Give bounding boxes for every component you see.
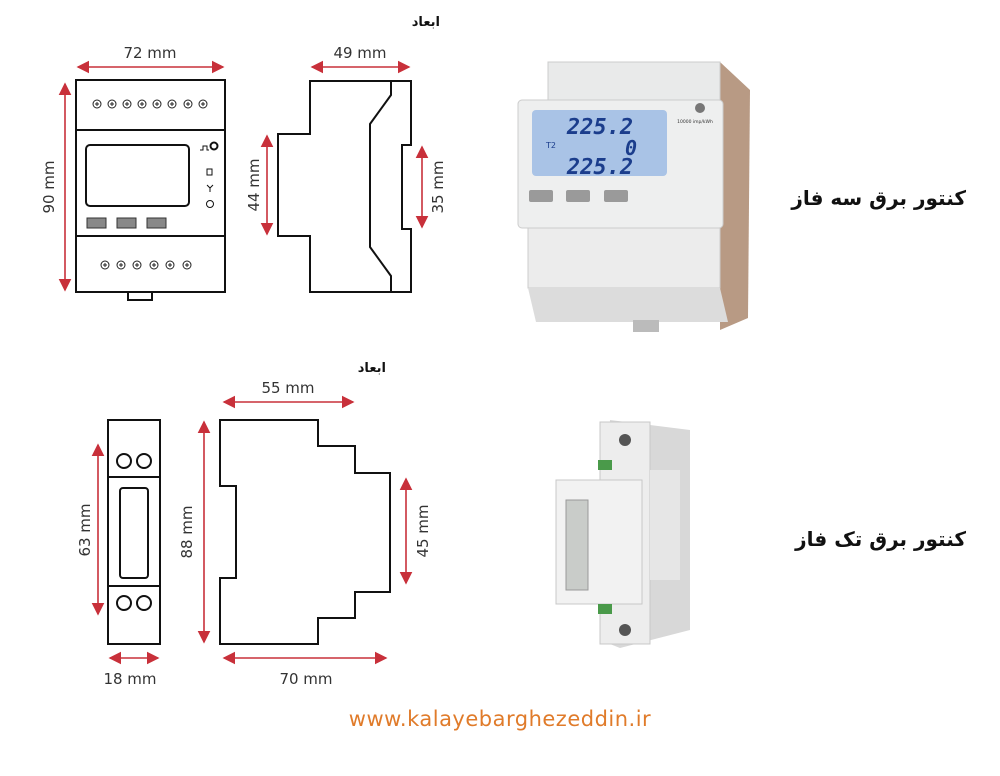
width-label: 72 mm <box>123 44 176 62</box>
single-phase-side-view <box>219 419 391 645</box>
svg-text:0: 0 <box>625 136 637 160</box>
svg-text:10000 imp/kWh: 10000 imp/kWh <box>677 119 713 125</box>
top-terminals <box>92 99 208 109</box>
enter-button-icon <box>146 217 167 229</box>
svg-text:T2: T2 <box>545 141 556 150</box>
three-phase-meter-photo: 225.2 0 225.2 T2 10000 imp/kWh <box>517 61 750 332</box>
dimensions-heading-single: ابعاد <box>358 361 386 376</box>
terminal-screw-icon <box>167 99 177 109</box>
three-phase-front-view <box>75 79 226 301</box>
step-height-label-single: 45 mm <box>414 504 432 557</box>
terminal-screw-icon <box>107 99 117 109</box>
terminal-screw-icon <box>149 260 159 270</box>
svg-text:225.2: 225.2 <box>566 155 633 180</box>
step-height-label: 44 mm <box>245 158 263 211</box>
din-clip <box>127 291 153 301</box>
single-phase-front-view <box>107 419 161 645</box>
energy-icon <box>206 200 214 208</box>
terminal-screw-icon <box>92 99 102 109</box>
height-label: 90 mm <box>40 160 58 213</box>
top-depth-label: 55 mm <box>261 379 314 397</box>
width-label-single: 18 mm <box>103 670 156 688</box>
y-connection-icon <box>206 184 214 192</box>
depth-label: 49 mm <box>333 44 386 62</box>
terminal-screw-icon <box>122 99 132 109</box>
front-height-label: 63 mm <box>76 503 94 556</box>
svg-text:225.2: 225.2 <box>566 115 633 140</box>
height-label-single: 88 mm <box>178 505 196 558</box>
terminal-screw-icon <box>183 99 193 109</box>
double-insulation-icon <box>206 168 213 176</box>
terminal-screw-icon <box>132 260 142 270</box>
three-phase-side-view <box>277 80 412 293</box>
dimensions-heading: ابعاد <box>412 15 440 30</box>
up-button-icon <box>86 217 107 229</box>
pulse-icon <box>200 145 209 151</box>
rail-height-label: 35 mm <box>429 160 447 213</box>
lcd-screen <box>85 144 190 207</box>
terminal-screw-icon <box>165 260 175 270</box>
depth-label-single: 70 mm <box>279 670 332 688</box>
terminal-screw-icon <box>182 260 192 270</box>
terminal-screw-icon <box>152 99 162 109</box>
bottom-terminals <box>100 260 192 270</box>
terminal-screw-icon <box>198 99 208 109</box>
single-phase-meter-photo <box>555 420 690 648</box>
down-button-icon <box>116 217 137 229</box>
website-url[interactable]: www.kalayebarghezeddin.ir <box>348 707 652 731</box>
terminal-screw-icon <box>116 260 126 270</box>
terminal-screw-icon <box>100 260 110 270</box>
single-phase-title: کنتور برق تک فاز <box>795 527 966 551</box>
terminal-screw-icon <box>137 99 147 109</box>
three-phase-title: کنتور برق سه فاز <box>791 186 966 210</box>
